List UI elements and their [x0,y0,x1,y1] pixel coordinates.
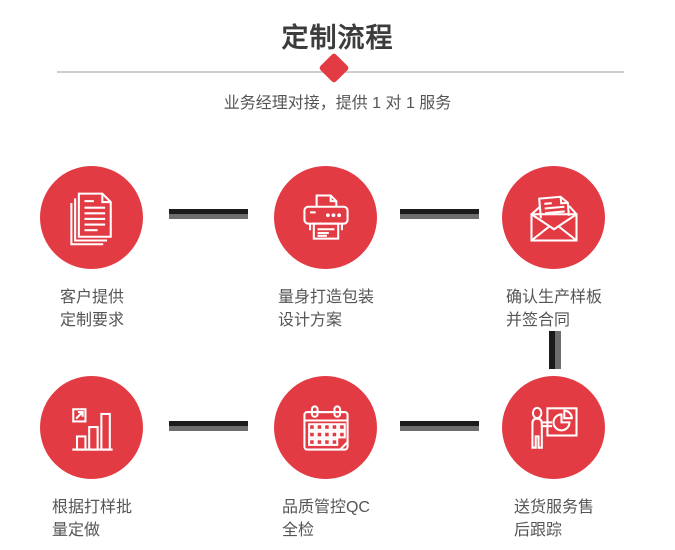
step-label-line: 品质管控QC [281,499,370,516]
step-label-line: 确认生产样板 [505,289,602,306]
printer-icon [302,193,349,240]
calendar-icon [302,404,349,451]
diamond-marker [318,52,350,84]
step-label-6: 送货服务售 后跟踪 [464,496,644,542]
connector-horizontal [400,421,479,431]
envelope-icon [529,195,578,242]
bar-chart-icon [71,407,113,451]
step-circle-4 [40,376,143,479]
step-label-line: 根据打样批 [51,499,132,516]
presentation-icon [530,406,578,449]
documents-icon [69,192,112,245]
step-circle-6 [502,376,605,479]
connector-horizontal [169,421,248,431]
connector-vertical [549,331,561,369]
connector-horizontal [400,209,479,219]
step-label-line: 后跟踪 [513,522,562,539]
step-label-line: 并签合同 [505,312,570,329]
connector-horizontal [169,209,248,219]
step-label-1: 客户提供 定制要求 [2,286,182,332]
step-label-3: 确认生产样板 并签合同 [464,286,644,332]
step-circle-2 [274,166,377,269]
step-label-2: 量身打造包装 设计方案 [236,286,416,332]
step-label-4: 根据打样批 量定做 [2,496,182,542]
step-label-line: 全检 [281,522,314,539]
step-label-5: 品质管控QC 全检 [236,496,416,542]
step-circle-1 [40,166,143,269]
step-circle-3 [502,166,605,269]
step-label-line: 量身打造包装 [277,289,374,306]
step-circle-5 [274,376,377,479]
page-title: 定制流程 [281,23,394,53]
step-label-line: 量定做 [51,522,100,539]
step-label-line: 定制要求 [59,312,124,329]
subtitle: 业务经理对接，提供 1 对 1 服务 [223,95,452,112]
step-label-line: 客户提供 [59,289,124,306]
step-label-line: 设计方案 [277,312,342,329]
step-label-line: 送货服务售 [513,499,594,516]
